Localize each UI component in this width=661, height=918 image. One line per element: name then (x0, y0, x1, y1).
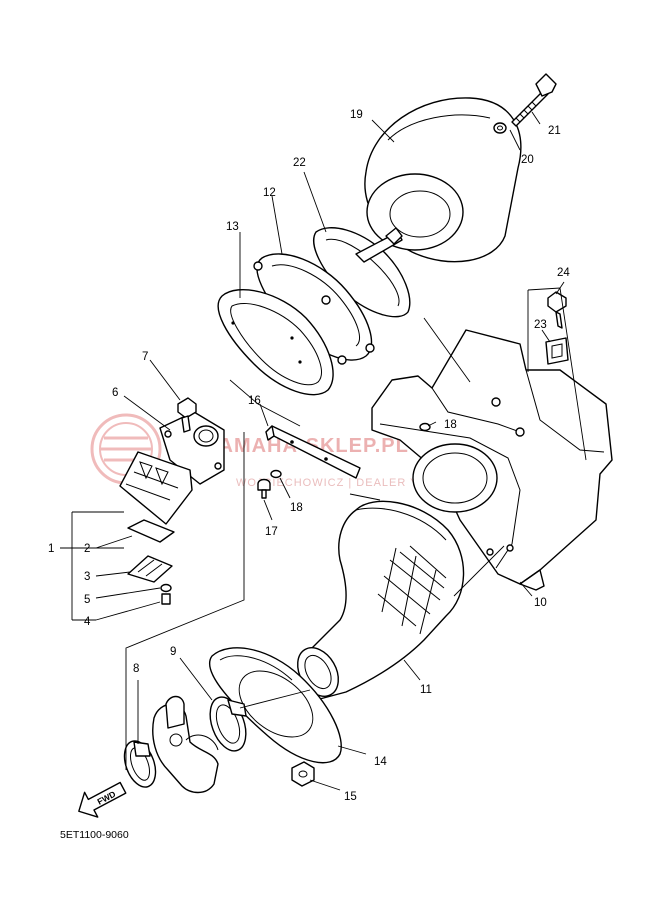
callout-12: 12 (263, 187, 276, 199)
callout-2: 2 (84, 543, 90, 555)
watermark-dealer: WOJCIECHOWICZ | DEALER YAMAHA (236, 477, 462, 489)
callout-18-right: 18 (444, 419, 457, 431)
carburetor (152, 695, 219, 794)
callout-1: 1 (48, 543, 54, 555)
reed-3 (127, 555, 173, 583)
callout-11: 11 (420, 684, 432, 696)
callout-18-left: 18 (290, 502, 303, 514)
callout-20: 20 (521, 154, 534, 166)
callout-6: 6 (112, 387, 118, 399)
clamp-9 (209, 696, 247, 752)
filter-holder-12 (253, 253, 375, 365)
callout-23: 23 (534, 319, 547, 331)
callout-9: 9 (170, 646, 176, 658)
manifold-6 (159, 411, 225, 485)
plate-16 (265, 425, 361, 479)
air-filter-element (364, 97, 522, 263)
part-code: 5ET1100-9060 (60, 829, 129, 841)
callout-19: 19 (350, 109, 363, 121)
washer-5 (160, 583, 172, 593)
bolt-21 (511, 73, 557, 127)
screw-17 (257, 478, 271, 499)
callout-22: 22 (293, 157, 306, 169)
callout-7: 7 (142, 351, 148, 363)
callout-8: 8 (133, 663, 139, 675)
callout-24: 24 (557, 267, 570, 279)
callout-3: 3 (84, 571, 90, 583)
callout-16: 16 (248, 395, 261, 407)
gasket-13 (217, 289, 334, 396)
fwd-arrow: FWD (78, 781, 127, 818)
callout-13: 13 (226, 221, 239, 233)
screw-4 (161, 593, 171, 605)
callout-21: 21 (548, 125, 561, 137)
washer-20 (493, 122, 507, 134)
callout-numbers: 19 21 20 22 12 13 24 23 7 6 16 18 18 17 … (48, 109, 570, 803)
callout-15: 15 (344, 791, 357, 803)
clamp-8 (123, 740, 157, 788)
reed-valve-1 (119, 451, 193, 525)
intake-duct-11 (297, 500, 465, 701)
callout-4: 4 (84, 616, 91, 628)
nut-15 (291, 761, 315, 787)
callout-5: 5 (84, 594, 90, 606)
callout-14: 14 (374, 756, 387, 768)
reed-plate-2 (127, 519, 175, 543)
callout-17: 17 (265, 526, 278, 538)
callout-10: 10 (534, 597, 547, 609)
clip-23 (545, 337, 569, 365)
washer-18-right (419, 422, 431, 432)
bolt-7 (177, 397, 197, 433)
air-box-10 (371, 329, 613, 591)
washer-18-left (270, 469, 282, 479)
leader-lines (60, 111, 587, 791)
